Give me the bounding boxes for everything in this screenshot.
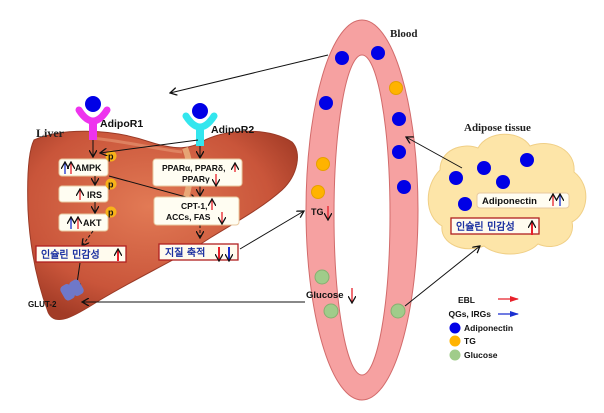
legend-tg-label: TG — [464, 336, 476, 346]
ppar-box: PPARα, PPARδ, PPARγ — [152, 158, 243, 186]
legend-adiponectin-label: Adiponectin — [464, 323, 513, 333]
liver-pathway-arrows — [76, 139, 200, 290]
cpt-line1: CPT-1, — [181, 201, 207, 211]
lipid-accumulation-box: 지질 축적 — [158, 243, 239, 261]
adipose-adiponectin-dots — [449, 153, 534, 211]
liver-insulin-sensitivity-label: 인슐린 민감성 — [41, 248, 100, 261]
akt-box: AKT — [58, 213, 109, 232]
ppar-line2: PPARγ — [182, 174, 210, 184]
lipid-accumulation-label: 지질 축적 — [165, 246, 205, 259]
adipor2-label: AdipoR2 — [211, 124, 254, 136]
akt-label: AKT — [83, 218, 102, 228]
adipor1-receptor — [75, 96, 111, 140]
blood-label: Blood — [390, 28, 418, 40]
adiponectin-dot — [85, 96, 101, 112]
irs-box: IRS — [58, 185, 109, 203]
liver-label: Liver — [36, 126, 65, 140]
adipose-label: Adipose tissue — [464, 122, 531, 134]
blood-tg-label: TG — [311, 207, 324, 217]
adiponectin-box: Adiponectin — [476, 192, 570, 209]
cpt-box: CPT-1, ACCs, FAS — [153, 196, 240, 226]
glut2-transporter — [60, 279, 84, 301]
connecting-arrows — [82, 54, 480, 307]
irs-label: IRS — [87, 190, 102, 200]
phospho-label: p — [108, 152, 114, 162]
glut2-label: GLUT-2 — [28, 300, 57, 309]
legend-tg-dot — [449, 335, 461, 347]
legend-glucose-label: Glucose — [464, 350, 498, 360]
legend-glucose-dot — [449, 349, 461, 361]
legend-adiponectin-dot — [449, 322, 461, 334]
adipor1-label: AdipoR1 — [100, 118, 143, 130]
blood-glucose-dots — [314, 269, 406, 319]
phospho-badges: p p p — [105, 150, 117, 218]
ampk-label: AMPK — [75, 163, 102, 173]
legend-qgs-label: QGs, IRGs — [448, 309, 491, 319]
legend-ebl-label: EBL — [458, 295, 475, 305]
legend: EBL QGs, IRGs Adiponectin TG Glucose — [448, 295, 519, 361]
phospho-label: p — [108, 180, 114, 190]
adipose-insulin-sensitivity-box: 인슐린 민감성 — [450, 217, 540, 235]
adiponectin-dot — [192, 103, 208, 119]
blood-adiponectin-dots — [319, 46, 411, 194]
adipose-insulin-sensitivity-label: 인슐린 민감성 — [456, 220, 515, 233]
adipose-adiponectin-label: Adiponectin — [482, 196, 537, 207]
blood-glucose-label: Glucose — [306, 290, 344, 301]
adipor2-receptor — [182, 103, 218, 146]
liver-insulin-sensitivity-box: 인슐린 민감성 — [35, 245, 127, 263]
phospho-label: p — [108, 208, 114, 218]
cpt-line2: ACCs, FAS — [166, 212, 211, 222]
ppar-line1: PPARα, PPARδ, — [162, 163, 225, 173]
blood-tg-dots — [311, 81, 403, 199]
ampk-box: AMPK — [58, 158, 109, 177]
